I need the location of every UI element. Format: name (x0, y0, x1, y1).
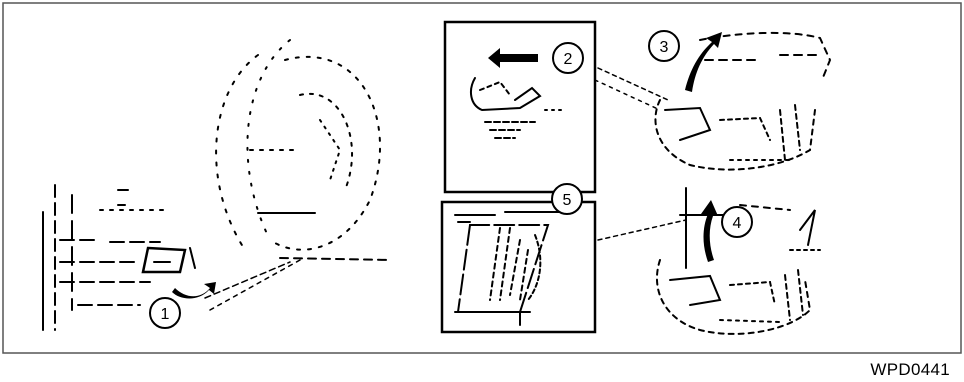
underbody-illustration (42, 39, 391, 331)
figure-code-label: WPD0441 (870, 360, 950, 379)
lift-arrow-4 (701, 200, 718, 262)
lift-arrow-3 (685, 32, 722, 92)
svg-text:2: 2 (564, 51, 573, 68)
svg-text:5: 5 (563, 192, 572, 209)
turn-arrow-1 (172, 282, 216, 299)
callout-4: 4 (721, 206, 753, 238)
callout-5: 5 (551, 183, 583, 215)
assembly-top-right (594, 31, 832, 171)
svg-text:1: 1 (161, 306, 170, 323)
svg-text:4: 4 (733, 215, 742, 232)
callout-3: 3 (648, 30, 680, 62)
callout-2: 2 (552, 42, 584, 74)
inset-box-bottom (440, 200, 597, 334)
svg-text:3: 3 (660, 39, 669, 56)
outer-border (2, 2, 962, 354)
callout-1: 1 (149, 297, 181, 329)
assembly-bottom-right (597, 187, 821, 335)
pull-arrow-2 (488, 48, 538, 68)
